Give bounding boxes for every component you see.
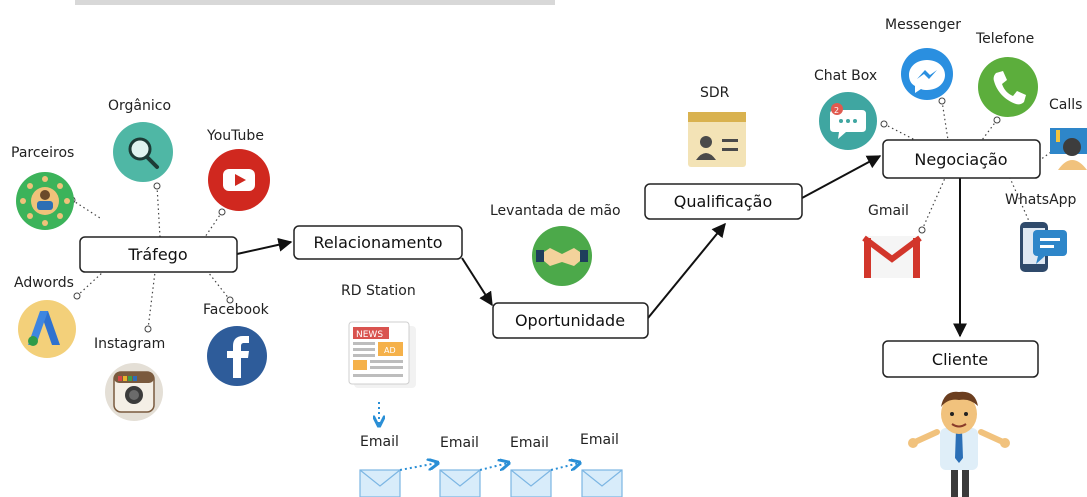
facebook-label: Facebook bbox=[203, 302, 270, 318]
client-person-icon bbox=[908, 391, 1010, 497]
calls-label: Calls bbox=[1049, 97, 1082, 113]
telefone-label: Telefone bbox=[975, 31, 1034, 47]
youtube-icon bbox=[208, 149, 270, 211]
telefone-icon bbox=[978, 57, 1038, 117]
qualificacao-box: Qualificação bbox=[644, 183, 803, 220]
relacionamento-box: Relacionamento bbox=[293, 225, 463, 260]
instagram-icon bbox=[105, 363, 163, 421]
calls-icon bbox=[1050, 128, 1087, 170]
trafego-box: Tráfego bbox=[79, 236, 238, 273]
messenger-icon bbox=[901, 48, 953, 100]
email-label-1: Email bbox=[360, 434, 399, 450]
sdr-label: SDR bbox=[700, 85, 730, 101]
cropped-header-bar bbox=[75, 0, 555, 5]
adwords-label: Adwords bbox=[14, 275, 74, 291]
chat-badge: 2 bbox=[834, 106, 839, 115]
cliente-box: Cliente bbox=[882, 340, 1039, 378]
instagram-label: Instagram bbox=[94, 336, 165, 352]
email-icon bbox=[581, 469, 623, 497]
qualificacao-label: Qualificação bbox=[674, 192, 773, 211]
news-text: NEWS bbox=[356, 330, 383, 340]
trafego-connectors bbox=[68, 182, 234, 333]
chat-box-icon: 2 bbox=[819, 92, 877, 150]
oportunidade-label: Oportunidade bbox=[515, 311, 625, 330]
parceiros-label: Parceiros bbox=[11, 145, 74, 161]
negociacao-label: Negociação bbox=[914, 150, 1007, 169]
negociacao-box: Negociação bbox=[882, 139, 1041, 179]
gmail-icon bbox=[862, 235, 922, 278]
parceiros-icon bbox=[16, 172, 74, 230]
email-sequence-arrows bbox=[399, 463, 579, 470]
messenger-label: Messenger bbox=[885, 17, 961, 33]
rd-station-label: RD Station bbox=[341, 283, 416, 299]
email-label-4: Email bbox=[580, 432, 619, 448]
whatsapp-label: WhatsApp bbox=[1005, 192, 1077, 208]
email-icon bbox=[510, 469, 552, 497]
cliente-label: Cliente bbox=[932, 350, 988, 369]
ad-text: AD bbox=[384, 346, 396, 355]
organico-label: Orgânico bbox=[108, 98, 171, 114]
flow-arrows bbox=[236, 155, 967, 338]
youtube-label: YouTube bbox=[206, 128, 264, 144]
oportunidade-box: Oportunidade bbox=[492, 302, 649, 339]
handshake-icon bbox=[532, 226, 592, 286]
whatsapp-icon bbox=[1020, 222, 1067, 272]
negociacao-connectors bbox=[880, 97, 1059, 234]
relacionamento-label: Relacionamento bbox=[313, 233, 442, 252]
organico-search-icon bbox=[113, 122, 173, 182]
chat-box-label: Chat Box bbox=[814, 68, 877, 84]
email-icon bbox=[359, 469, 401, 497]
gmail-label: Gmail bbox=[868, 203, 909, 219]
email-label-2: Email bbox=[440, 435, 479, 451]
rd-station-news-icon: NEWS AD bbox=[348, 321, 416, 388]
levantada-label: Levantada de mão bbox=[490, 203, 621, 219]
facebook-icon bbox=[207, 326, 267, 386]
trafego-label: Tráfego bbox=[127, 245, 187, 264]
email-icon bbox=[439, 469, 481, 497]
email-label-3: Email bbox=[510, 435, 549, 451]
adwords-icon bbox=[18, 300, 76, 358]
sdr-id-card-icon bbox=[688, 112, 746, 167]
